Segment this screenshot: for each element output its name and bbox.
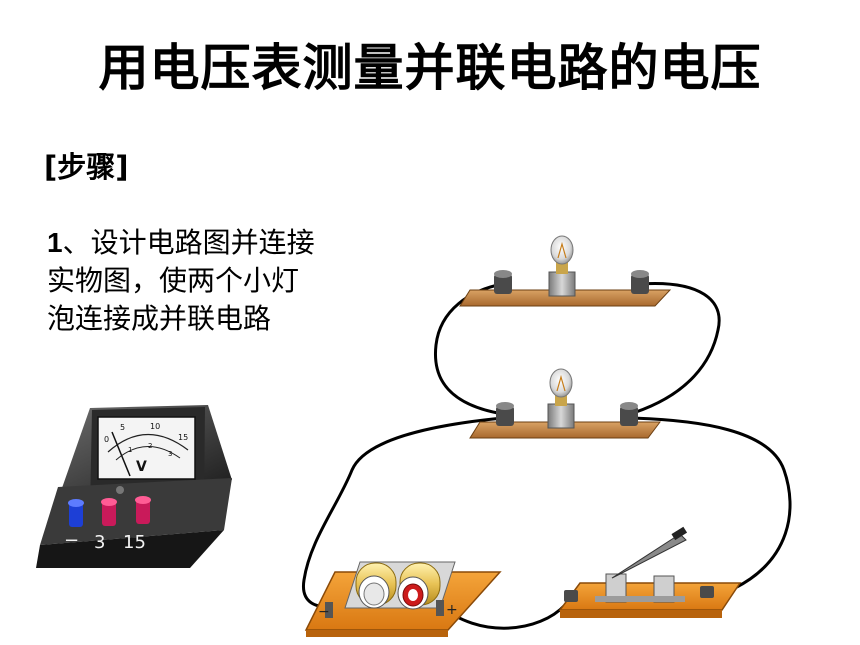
meter-scale-10: 10: [150, 422, 160, 431]
switch-blade-icon: [611, 533, 687, 579]
terminal-negative: [68, 499, 84, 527]
terminal-15v: [135, 496, 151, 524]
meter-inner-3: 3: [168, 450, 172, 458]
meter-unit-symbol: V: [136, 459, 147, 475]
bulb-board-middle: [469, 368, 661, 439]
battery-box: − +: [304, 561, 502, 637]
meter-inner-2: 2: [148, 442, 152, 450]
terminal-3v: [101, 498, 117, 526]
step-line-3: 泡连接成并联电路: [47, 302, 272, 335]
step-line-1: 1、设计电路图并连接: [47, 224, 387, 262]
wire-top-right: [628, 281, 721, 416]
step-line-2: 实物图，使两个小灯: [47, 264, 300, 297]
meter-needle: [111, 431, 131, 477]
terminal-label-negative: −: [64, 530, 79, 551]
wire-mid-left: [302, 416, 505, 608]
wire-mid-right: [628, 416, 792, 590]
meter-scale-5: 5: [120, 423, 125, 432]
battery-cell-icon: [355, 562, 397, 609]
terminal-label-3: 3: [94, 532, 105, 553]
step-number: 1: [47, 227, 63, 258]
meter-scale-0: 0: [104, 435, 109, 444]
knife-switch: [558, 526, 742, 618]
meter-inner-1: 1: [128, 446, 132, 454]
section-label: [步骤]: [44, 150, 129, 184]
step-description: 1、设计电路图并连接 实物图，使两个小灯 泡连接成并联电路: [47, 224, 387, 338]
meter-dial: [97, 416, 196, 480]
battery-cell-icon: [397, 562, 441, 610]
page-title: 用电压表测量并联电路的电压: [98, 39, 762, 97]
battery-terminal-positive: +: [446, 602, 458, 618]
step-text-1: 、设计电路图并连接: [62, 226, 315, 259]
battery-terminal-negative: −: [318, 604, 330, 620]
bulb-board-top: [459, 235, 672, 307]
voltmeter: 0 5 10 15 1 2 3 V − 3 15: [36, 405, 232, 568]
bulb-icon: [549, 368, 573, 398]
terminal-label-15: 15: [123, 532, 146, 553]
bulb-icon: [550, 235, 574, 265]
meter-scale-15: 15: [178, 433, 188, 442]
